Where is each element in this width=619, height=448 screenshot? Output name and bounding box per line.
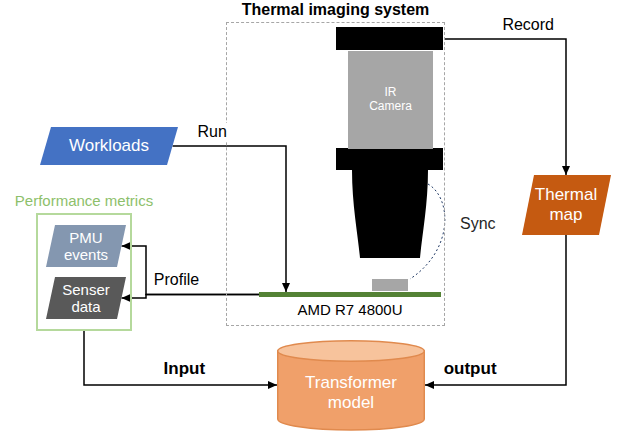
parallelogram-fill: [522, 175, 611, 235]
camera-lens: [352, 170, 428, 258]
data-parallelogram: Senser data: [46, 277, 126, 319]
sync-line: [410, 184, 445, 279]
flow-connector: [84, 331, 277, 385]
data-parallelogram: PMU events: [46, 225, 126, 267]
node-label: IR Camera: [365, 86, 416, 114]
node-label: Thermal map: [535, 185, 598, 224]
edge-label: output: [442, 359, 499, 379]
flow-connector: [122, 295, 260, 299]
group-heading: Performance metrics: [15, 192, 153, 209]
flow-connector: [122, 246, 260, 295]
node-label: Senser data: [57, 281, 115, 316]
node-label: AMD R7 4800U: [297, 301, 402, 318]
camera-cap: [336, 27, 443, 50]
edge-label: Record: [500, 16, 556, 34]
flow-connector: [444, 39, 566, 175]
system-boundary: Thermal imaging systemIR CameraAMD R7 48…: [226, 22, 445, 326]
node-label: PMU events: [57, 229, 115, 264]
edge-label: Profile: [152, 271, 201, 289]
annotation-label: Sync: [458, 215, 498, 233]
node-label: Workloads: [69, 136, 149, 156]
parallelogram-fill: [46, 225, 126, 267]
parallelogram-fill: [46, 277, 126, 319]
model-cylinder: Transformer model: [277, 340, 425, 430]
cylinder-top: [278, 341, 425, 362]
node-text-area: IR Camera: [348, 51, 433, 149]
node-text-area: Transformer model: [277, 340, 425, 430]
node-label: Transformer model: [291, 373, 411, 412]
flow-connector: [425, 235, 566, 385]
node-text-area: Senser data: [46, 277, 126, 319]
camera-ring: [336, 148, 443, 170]
edge-label: Run: [196, 123, 229, 141]
node-text-area: AMD R7 4800U: [259, 297, 441, 322]
edge-label: Input: [162, 359, 208, 379]
output-parallelogram: Thermal map: [522, 175, 611, 235]
camera-body: IR Camera: [348, 51, 433, 149]
parallelogram-fill: [40, 127, 178, 165]
metrics-group: Performance metricsPMU eventsSenser data: [36, 213, 132, 331]
node-text-area: Thermal map: [522, 175, 611, 235]
cylinder-body: [278, 351, 425, 430]
node-text-area: Workloads: [40, 127, 178, 165]
node-text-area: PMU events: [46, 225, 126, 267]
input-parallelogram: Workloads: [40, 127, 178, 165]
chip-board: AMD R7 4800U: [259, 292, 441, 322]
group-heading: Thermal imaging system: [242, 1, 430, 19]
chip-sensor: [372, 279, 408, 291]
